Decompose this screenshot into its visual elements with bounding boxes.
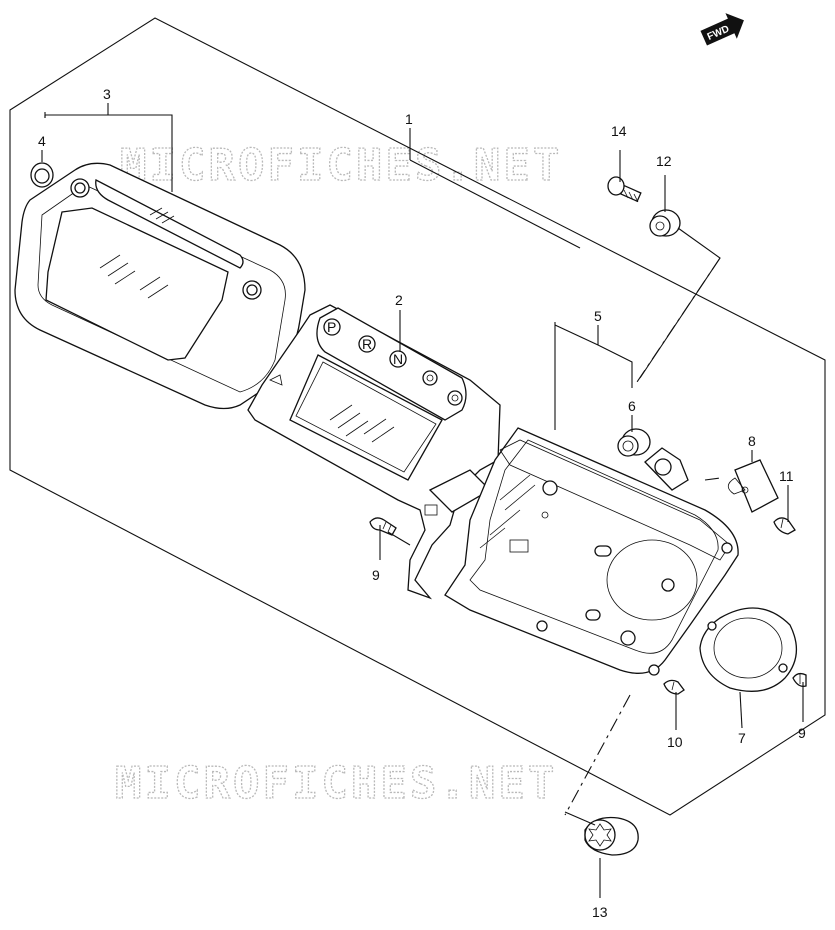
- label-14: 14: [611, 123, 627, 139]
- label-2: 2: [395, 292, 403, 308]
- meter-case-part: [444, 427, 739, 676]
- label-4: 4: [38, 133, 46, 149]
- bolt-part-14: [607, 176, 642, 203]
- gear-indicator-r: R: [362, 336, 372, 352]
- screw-part-9-left: [369, 517, 397, 536]
- screw-part-9-right: [792, 672, 807, 687]
- label-1: 1: [405, 111, 413, 127]
- label-10: 10: [667, 734, 683, 750]
- gasket-ring-part-7: [699, 607, 797, 692]
- label-7: 7: [738, 730, 746, 746]
- label-12: 12: [656, 153, 672, 169]
- label-13: 13: [592, 904, 608, 920]
- meter-cover-part: [14, 162, 306, 410]
- leader-lines: [41, 103, 804, 898]
- cushion-part-12: [649, 209, 681, 237]
- label-9-left: 9: [372, 567, 380, 583]
- indicator-panel-part: P R N: [247, 304, 501, 600]
- bulb-socket-part-13: [584, 816, 639, 856]
- assembly-boundary: [9, 17, 826, 816]
- grommet-part-4: [30, 162, 54, 188]
- gear-indicator-p: P: [327, 319, 336, 335]
- watermark-top: MICROFICHES.NET: [120, 140, 562, 191]
- label-3: 3: [103, 86, 111, 102]
- screw-part-10: [663, 679, 685, 695]
- gear-indicator-n: N: [393, 351, 403, 367]
- label-8: 8: [748, 433, 756, 449]
- label-11: 11: [779, 468, 794, 484]
- bracket-part-8: [727, 459, 779, 513]
- part-labels: 1 2 3 4 5 6 7 8 9 9 10 11 12 13 14: [38, 86, 806, 920]
- label-6: 6: [628, 398, 636, 414]
- label-5: 5: [594, 308, 602, 324]
- fwd-arrow-icon: FWD: [700, 13, 744, 46]
- label-9-right: 9: [798, 725, 806, 741]
- grommet-part-6: [617, 428, 651, 457]
- watermark-bottom: MICROFICHES.NET: [115, 758, 557, 809]
- screw-part-11: [773, 517, 796, 535]
